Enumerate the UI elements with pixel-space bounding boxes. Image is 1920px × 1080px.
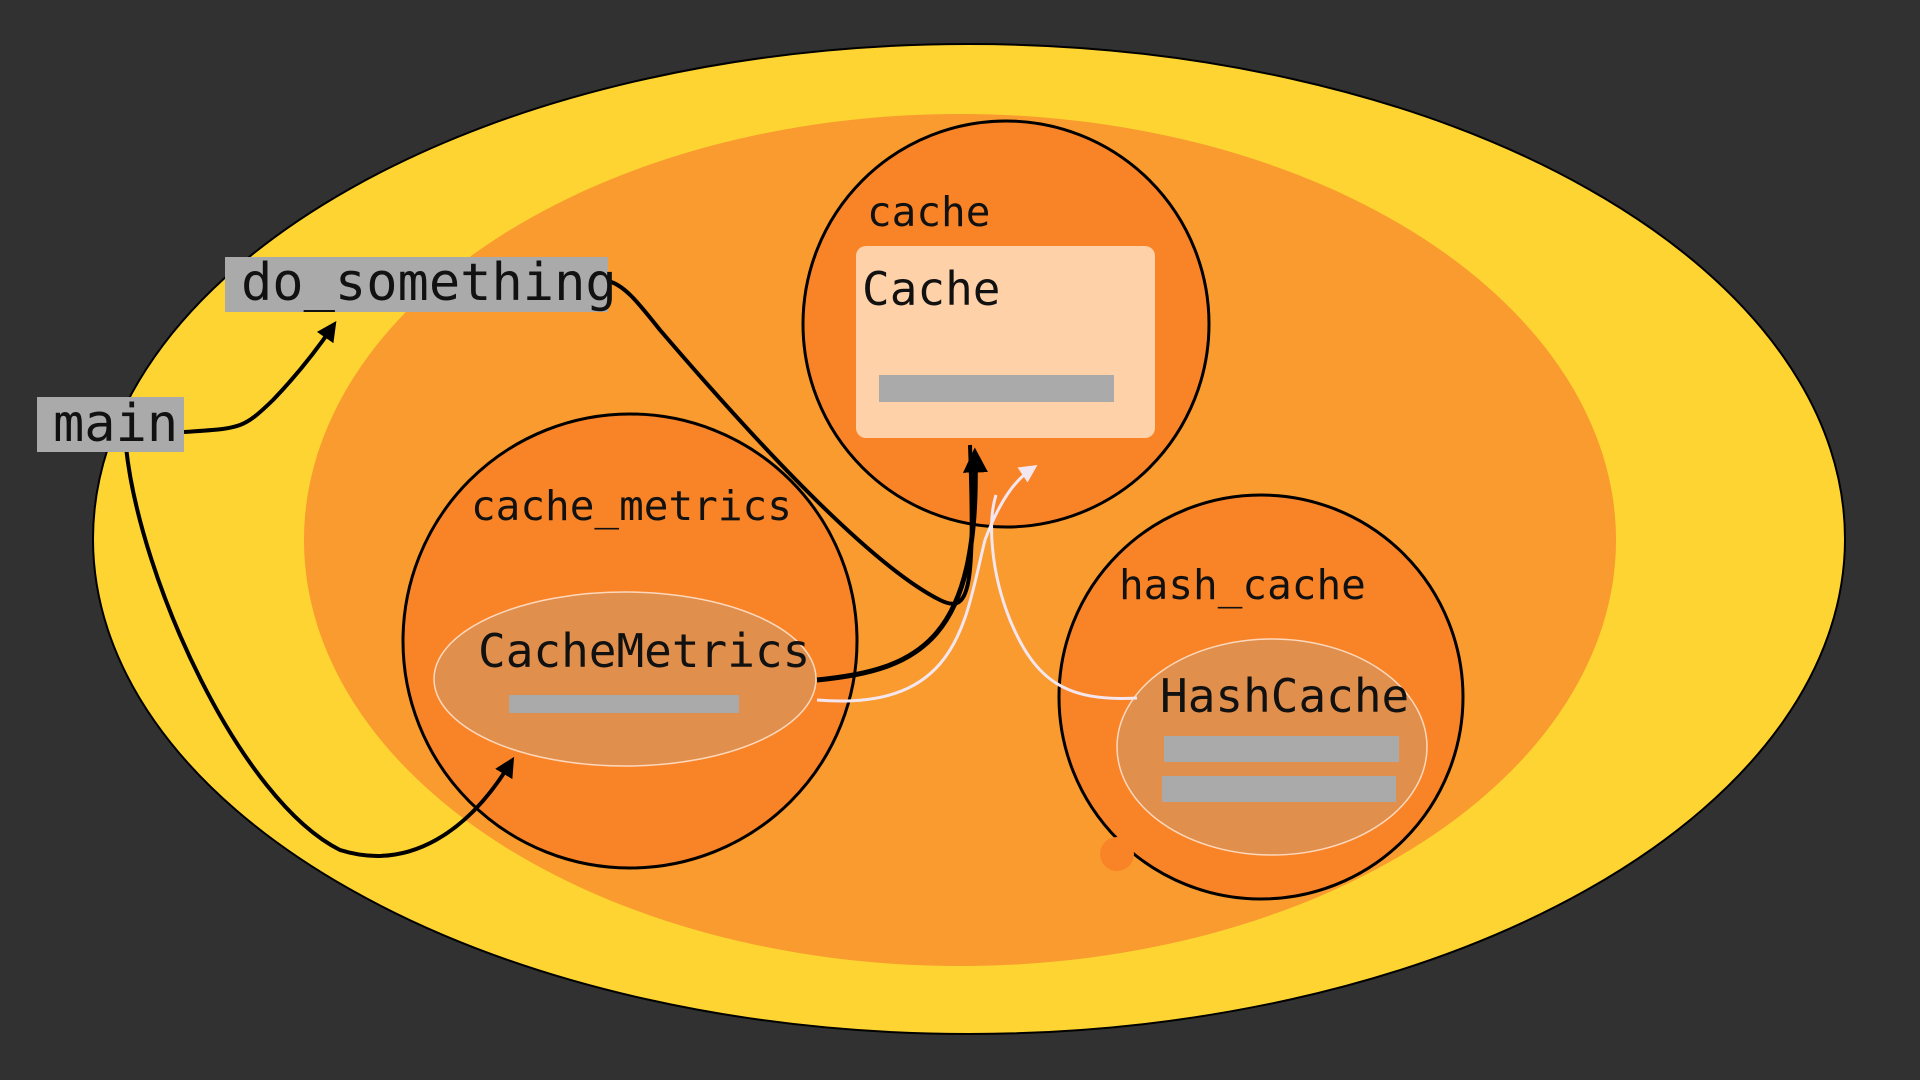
function-main[interactable]: main [37,394,184,454]
module-hash-cache-socket [1100,837,1134,871]
function-main-label: main [53,394,178,454]
function-do-something-label: do_something [241,253,617,313]
module-hash-cache-label: hash_cache [1119,561,1366,609]
class-cache-metrics-label: CacheMetrics [478,624,810,678]
class-hash-cache-member-bar-2 [1162,776,1396,802]
function-main-box [37,397,184,452]
class-hash-cache-member-bar-1 [1164,736,1399,762]
module-cache-metrics-label: cache_metrics [471,482,792,530]
class-cache-metrics-ellipse[interactable] [433,591,817,767]
function-do-something-box [225,257,608,312]
module-cache-label: cache [867,188,990,236]
class-hash-cache-label: HashCache [1160,669,1409,723]
class-cache-member-bar [879,375,1114,402]
edge-hash-cache-inherits-cache [990,494,1138,700]
module-cache-metrics[interactable]: cache_metrics CacheMetrics [401,412,859,870]
class-cache-metrics-member-bar [509,695,739,713]
edge-do-something-calls-cache [607,279,974,606]
edge-main-calls-do-something [183,321,337,434]
module-hash-cache[interactable]: hash_cache HashCache [1057,493,1465,901]
class-cache-label: Cache [862,262,1000,316]
edge-main-calls-cache-metrics [124,446,515,858]
function-do-something[interactable]: do_something [225,253,617,313]
edge-cache-metrics-inherits-cache [816,465,1038,703]
module-cache[interactable]: cache Cache [801,119,1211,529]
edge-cache-metrics-calls-cache [816,447,988,683]
